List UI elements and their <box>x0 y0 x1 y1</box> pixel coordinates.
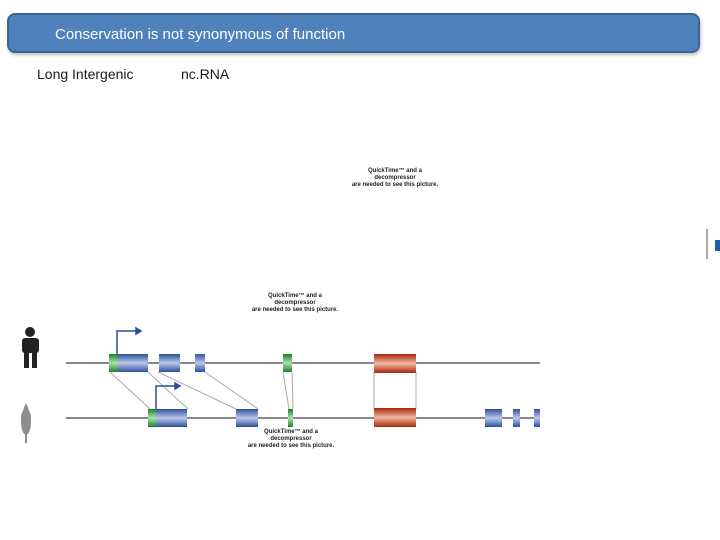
mouse-exons <box>148 408 540 427</box>
quicktime-placeholder-2: QuickTime™ and a decompressor are needed… <box>251 293 339 313</box>
quicktime-placeholder-3: QuickTime™ and a decompressor are needed… <box>247 429 335 449</box>
tss-arrow-mouse <box>155 381 182 409</box>
slide-title: Conservation is not synonymous of functi… <box>7 13 700 53</box>
tss-arrow-human <box>116 326 143 354</box>
mouse-icon <box>21 403 31 443</box>
subtitle-long-intergenic: Long Intergenic <box>37 66 134 82</box>
human-icon <box>22 327 39 368</box>
edge-thumbnail-icon <box>706 229 720 259</box>
quicktime-placeholder-1: QuickTime™ and a decompressor are needed… <box>351 168 439 188</box>
subtitle-ncrna: nc.RNA <box>181 66 230 82</box>
conservation-connectors <box>109 371 417 410</box>
human-exons <box>109 354 416 373</box>
